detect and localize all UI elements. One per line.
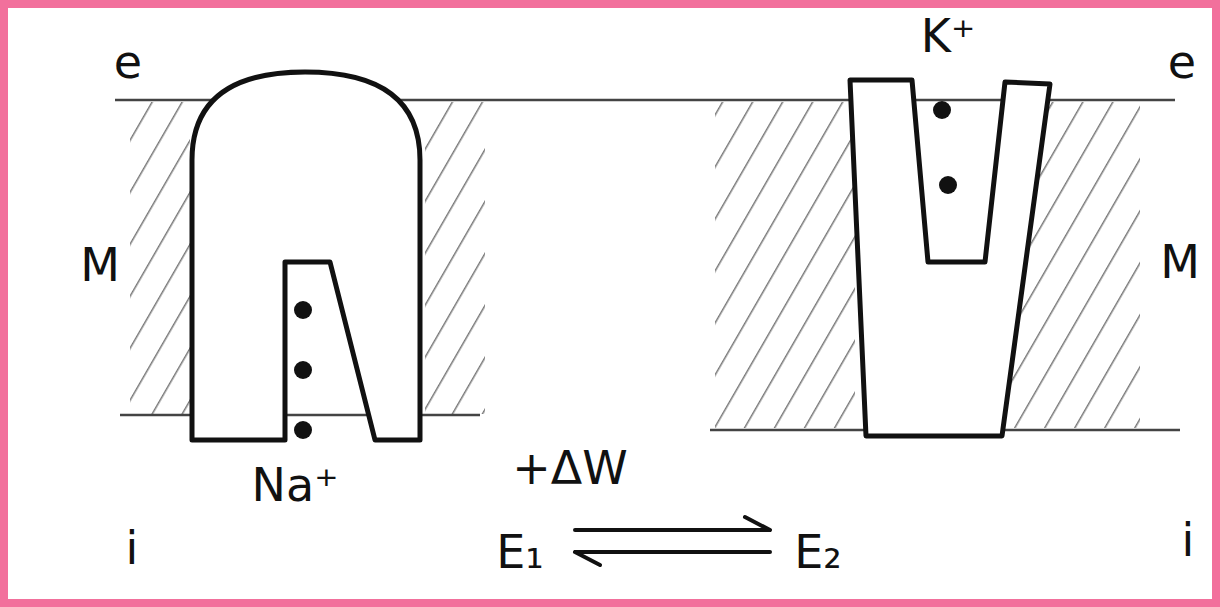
state-label: E₂ bbox=[794, 529, 842, 575]
ion-label: Na⁺ bbox=[252, 462, 339, 508]
membrane-label: M bbox=[80, 242, 120, 288]
energy-label: +ΔW bbox=[512, 445, 628, 491]
ion-label: K⁺ bbox=[921, 13, 975, 59]
ion-dot bbox=[939, 176, 957, 194]
side-label: i bbox=[1182, 517, 1195, 563]
ion-dot bbox=[294, 421, 312, 439]
ion-dot bbox=[294, 301, 312, 319]
side-label: e bbox=[1168, 39, 1196, 85]
reverse-arrow bbox=[575, 552, 770, 565]
side-label: e bbox=[114, 39, 142, 85]
side-label: i bbox=[126, 525, 139, 571]
membrane-label: M bbox=[1160, 239, 1200, 285]
ion-dot bbox=[933, 101, 951, 119]
membrane-hatch bbox=[715, 102, 855, 428]
membrane-line bbox=[120, 414, 480, 417]
pump-protein bbox=[192, 72, 420, 440]
state-label: E₁ bbox=[496, 529, 544, 575]
pump-protein bbox=[850, 80, 1050, 436]
membrane-hatch bbox=[425, 102, 485, 414]
membrane-hatch bbox=[130, 102, 190, 414]
ion-dot bbox=[294, 361, 312, 379]
forward-arrow bbox=[575, 517, 770, 530]
